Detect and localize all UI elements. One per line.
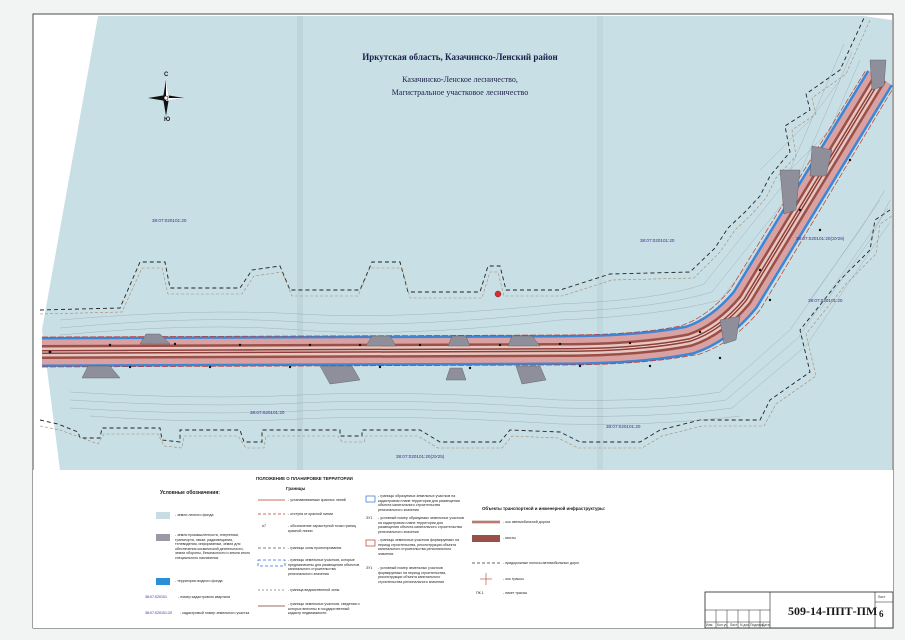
legend-center-item: - обозначение характерной точки границ к… xyxy=(288,524,356,533)
legend-center-item: - границы земельных участков, сведения о… xyxy=(288,602,360,616)
compass-north-label: С xyxy=(164,72,169,78)
cadastral-label: 38:07:020101:20(ЗУ25) xyxy=(396,454,445,459)
title-stamp xyxy=(704,591,894,629)
cadastral-label: 38:07:020101:20 xyxy=(640,238,675,243)
legend-center-item: - границы зоны проектирования xyxy=(288,546,342,550)
legend-infra-title: Объекты транспортной и инженерной инфрас… xyxy=(482,506,606,511)
legend-infra-code: ПК 1 xyxy=(476,591,484,595)
legend-item-water: - территории водного фонда xyxy=(175,579,223,583)
legend-right-code: ЗУ1 xyxy=(366,566,373,570)
stamp-col-label: Изм. xyxy=(706,623,714,627)
survey-marker xyxy=(494,290,502,298)
legend-center-item: - границы земельных участков, которые пр… xyxy=(288,558,360,576)
stamp-col-label: Дата xyxy=(762,623,770,627)
legend-center-code: н7 xyxy=(262,524,266,528)
legend-right-item: - границы земельных участков формируемых… xyxy=(378,538,460,556)
stamp-col-label: Лист xyxy=(730,623,738,627)
cadastral-label: 38:07:020101:20 xyxy=(606,424,641,429)
compass-icon xyxy=(148,80,184,116)
legend-infra-item: - ось автомобильной дороги xyxy=(503,520,551,524)
stamp-sheet-label: Лист xyxy=(878,595,886,599)
legend-right-item: - границы образуемых земельных участков … xyxy=(378,494,460,512)
compass-south-label: Ю xyxy=(164,117,171,123)
map-title-district: Магистральное участковое лесничество xyxy=(391,88,529,97)
legend-infra-item: - придорожные полосы автомобильных дорог xyxy=(503,561,580,565)
legend-code-quarter: 38:07:020101 xyxy=(145,595,167,599)
legend-infra-item: - ось трассы xyxy=(503,577,524,581)
legend-right-item: - условный номер образуемых земельных уч… xyxy=(378,516,464,534)
cadastral-label: 38:07:020101:20 xyxy=(152,218,187,223)
legend-item-industrial: - земли промышленности, энергетики, тран… xyxy=(175,533,250,560)
legend-item-forest: - земли лесного фонда xyxy=(175,513,214,517)
contour-lines xyxy=(59,43,891,425)
map-title-forestry: Казачинско-Ленское лесничество, xyxy=(402,75,518,84)
legend-center-item: - устанавливаемых красных линий xyxy=(288,498,346,502)
legend-right-item: - условный номер земельных участков форм… xyxy=(378,566,447,584)
stamp-sheet-number: 6 xyxy=(879,609,884,619)
legend-code-parcel: 38:07:020101:20 xyxy=(145,611,172,615)
cadastral-label: 38:07:020101:20 xyxy=(808,298,843,303)
legend-center-item: - отступа от красной линии xyxy=(288,512,333,516)
industrial-land-plots xyxy=(81,59,887,385)
ved-zone-border-lower xyxy=(39,215,893,449)
design-zone-border-lower xyxy=(39,209,891,443)
legend-title: Условные обозначения: xyxy=(160,490,220,496)
legend-swatches xyxy=(156,495,500,607)
stamp-col-label: Подпись xyxy=(750,623,764,627)
road-corridor xyxy=(41,69,893,368)
legend-infra-item: - пикет трассы xyxy=(503,591,528,595)
stamp-document-code: 509-14-ППТ-ПМ xyxy=(788,604,878,618)
legend-center-title: ПОЛОЖЕНИЕ О ПЛАНИРОВКЕ ТЕРРИТОРИИ xyxy=(256,476,353,481)
red-line-points xyxy=(48,158,852,370)
design-zone-border-upper xyxy=(39,17,865,311)
legend-center-item: - граница ведомственной зоны xyxy=(288,588,340,592)
legend-infra-item: - мосты xyxy=(503,536,516,540)
cadastral-label: 38:07:020101:20 xyxy=(250,410,285,415)
cadastral-label: 38:07:020101:20(ЗУ26) xyxy=(796,236,845,241)
legend-center-subtitle: Границы xyxy=(286,486,306,491)
map-title-region: Иркутская область, Казачинско-Ленский ра… xyxy=(362,52,558,62)
legend-item-quarter: - номер кадастрового квартала xyxy=(178,595,230,599)
legend-item-parcel: - кадастровый номер земельного участка xyxy=(180,611,250,615)
stamp-col-label: N док. xyxy=(740,623,750,627)
stamp-col-label: Кол.уч. xyxy=(717,623,729,627)
legend-right-code: ЗУ1 xyxy=(366,516,373,520)
